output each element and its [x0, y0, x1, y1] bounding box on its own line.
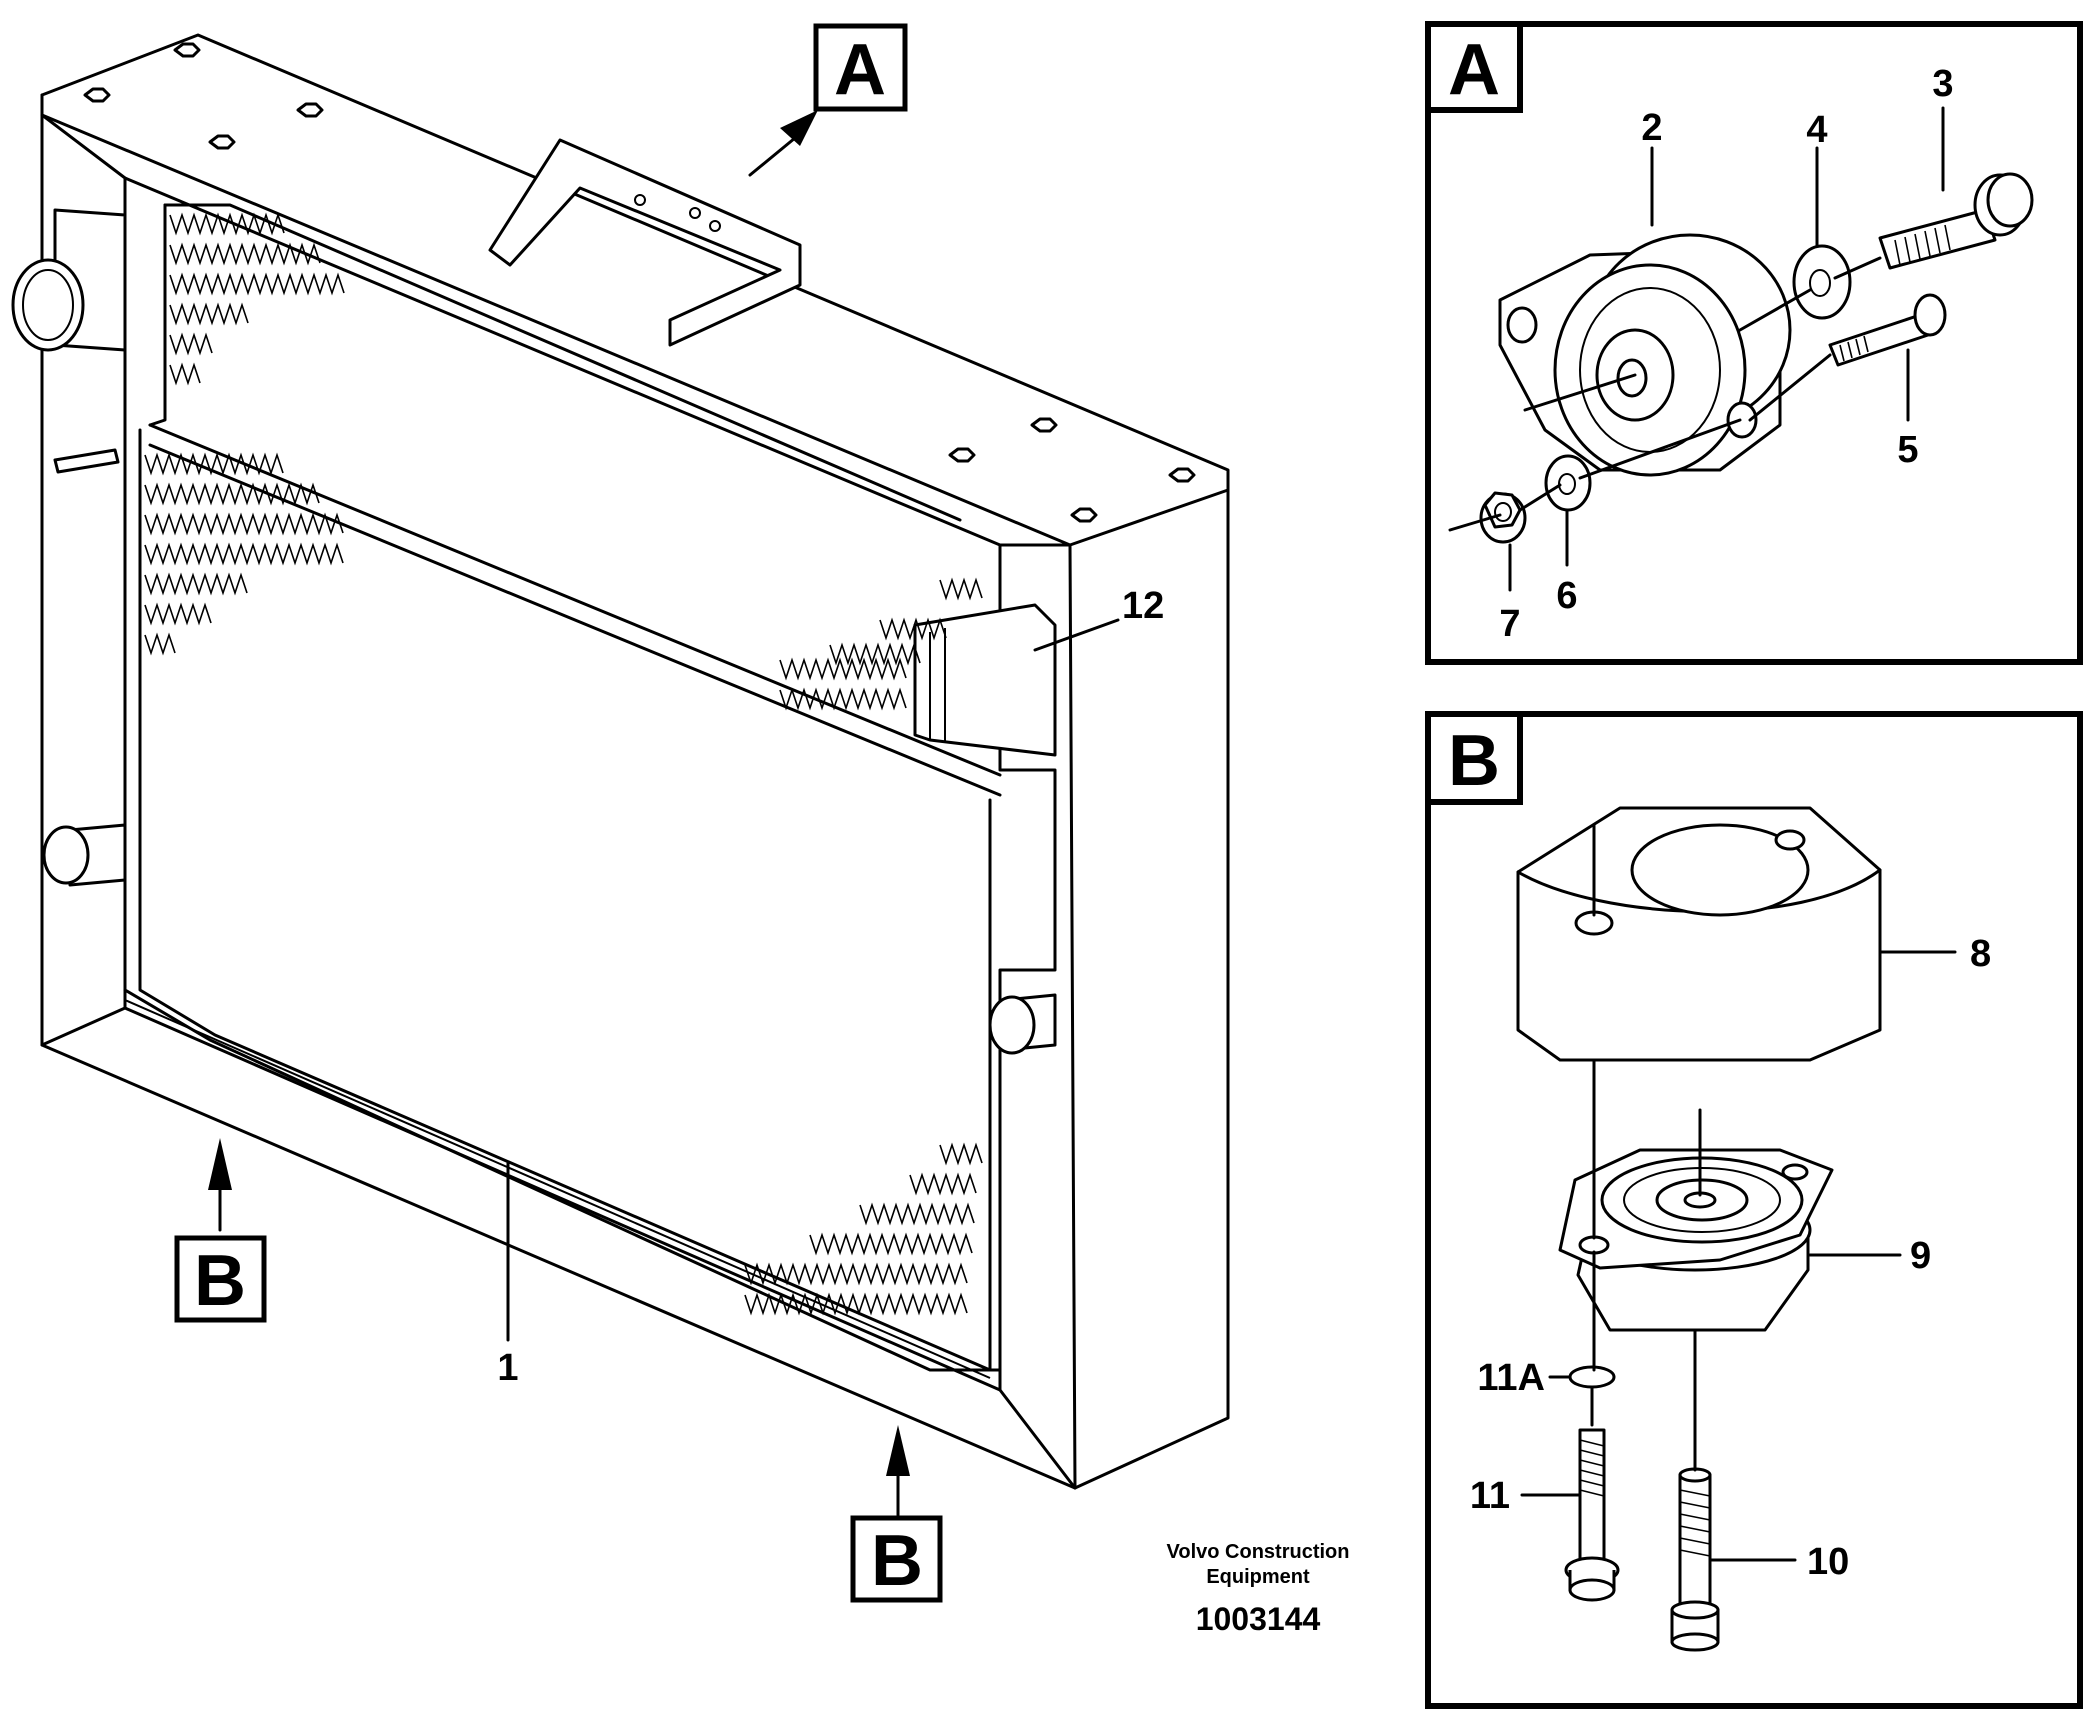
- top-bolts: [83, 42, 1196, 523]
- part-label-11a: 11A: [1477, 1357, 1545, 1399]
- side-holder: [913, 603, 1057, 757]
- callout-a-main-label: A: [834, 30, 886, 110]
- part-label-4: 4: [1806, 109, 1827, 151]
- bolt-3: [1878, 172, 2034, 270]
- callout-b-left: B: [174, 1235, 267, 1323]
- nut-7: [1479, 491, 1527, 544]
- drain-pin: [53, 448, 120, 474]
- mount-9: [1558, 1148, 1834, 1332]
- callout-b-right: B: [850, 1515, 943, 1603]
- part-label-6: 6: [1556, 575, 1577, 617]
- washer-6: [1544, 454, 1592, 512]
- washer-4: [1792, 244, 1852, 320]
- part-label-7: 7: [1499, 603, 1520, 645]
- leader-a-arrow: [748, 136, 797, 177]
- company-name-line2: Equipment: [1206, 1566, 1310, 1588]
- part-label-11: 11: [1470, 1475, 1510, 1517]
- bolt-11: [1564, 1428, 1620, 1602]
- callout-a-main: A: [813, 23, 908, 112]
- part-label-8: 8: [1970, 933, 1991, 975]
- part-label-5: 5: [1897, 429, 1918, 471]
- callout-b-right-label: B: [871, 1521, 923, 1601]
- detail-a-panel: A: [1425, 21, 2083, 665]
- spacer-8: [1516, 806, 1882, 1062]
- part-label-3: 3: [1932, 63, 1953, 105]
- lower-left-pipe: [42, 823, 127, 887]
- arrow-a: [780, 110, 818, 146]
- part-label-1: 1: [497, 1347, 518, 1389]
- screw-5: [1828, 293, 1947, 367]
- detail-a-label: A: [1448, 30, 1500, 110]
- callout-b-left-label: B: [194, 1241, 246, 1321]
- radiator-assembly: [11, 33, 1230, 1517]
- screw-10: [1670, 1467, 1720, 1652]
- rubber-mount: [1498, 233, 1792, 477]
- detail-b-panel: B: [1425, 711, 2083, 1709]
- washer-11a: [1568, 1365, 1616, 1389]
- company-name-line1: Volvo Construction: [1167, 1541, 1350, 1563]
- drawing-number: 1003144: [1196, 1601, 1321, 1637]
- detail-b-label: B: [1448, 721, 1500, 801]
- arrow-b-left: [208, 1138, 232, 1190]
- leader-12: [1033, 618, 1120, 652]
- drawing-footer: Volvo Construction Equipment 1003144: [1167, 1541, 1350, 1637]
- part-label-10: 10: [1807, 1541, 1849, 1583]
- arrow-b-right: [886, 1425, 910, 1476]
- core-fins: [144, 212, 983, 1316]
- upper-inlet-pipe: [11, 208, 127, 352]
- part-label-2: 2: [1641, 107, 1662, 149]
- top-bracket: [488, 138, 802, 347]
- part-label-9: 9: [1910, 1235, 1931, 1277]
- part-label-12: 12: [1122, 585, 1164, 627]
- lower-right-pipe: [988, 993, 1057, 1055]
